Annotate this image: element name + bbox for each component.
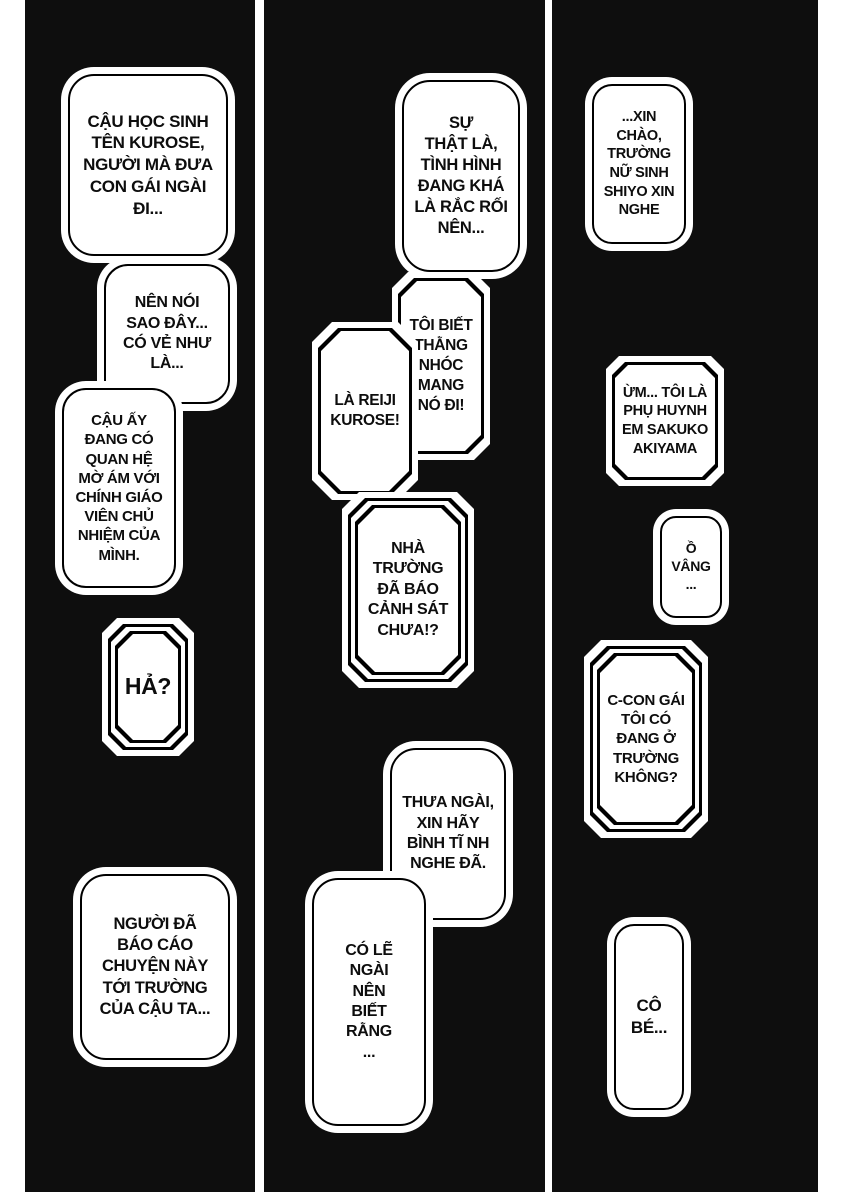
speech-bubble-right-1: ...XIN CHÀO, TRƯỜNG NỮ SINH SHIYO XIN NG…	[592, 84, 686, 244]
bubble-gap-layer: HẢ?	[111, 627, 185, 747]
bubble-gap-layer: NHÀ TRƯỜNG ĐÃ BÁO CẢNH SÁT CHƯA!?	[351, 501, 465, 679]
bubble-inner-outline-layer: NHÀ TRƯỜNG ĐÃ BÁO CẢNH SÁT CHƯA!?	[355, 505, 461, 675]
bubble-inner-outline-layer: C-CON GÁI TÔI CÓ ĐANG Ở TRƯỜNG KHÔNG?	[597, 653, 695, 825]
speech-bubble-middle-4: NHÀ TRƯỜNG ĐÃ BÁO CẢNH SÁT CHƯA!?	[342, 492, 474, 688]
speech-bubble-right-4: C-CON GÁI TÔI CÓ ĐANG Ở TRƯỜNG KHÔNG?	[584, 640, 708, 838]
bubble-outline-layer: LÀ REIJI KUROSE!	[318, 328, 412, 494]
bubble-text: ỪM... TÔI LÀ PHỤ HUYNH EM SAKUKO AKIYAMA	[615, 365, 715, 477]
speech-bubble-left-5: NGƯỜI ĐÃ BÁO CÁO CHUYỆN NÀY TỚI TRƯỜNG C…	[80, 874, 230, 1060]
bubble-outline-layer: ỪM... TÔI LÀ PHỤ HUYNH EM SAKUKO AKIYAMA	[612, 362, 718, 480]
bubble-text: LÀ REIJI KUROSE!	[321, 331, 409, 491]
bubble-outline-layer: HẢ?	[108, 624, 188, 750]
bubble-gap-layer: C-CON GÁI TÔI CÓ ĐANG Ở TRƯỜNG KHÔNG?	[593, 649, 699, 829]
speech-bubble-middle-1: SỰ THẬT LÀ, TÌNH HÌNH ĐANG KHÁ LÀ RẮC RỐ…	[402, 80, 520, 272]
speech-bubble-right-5: CÔ BÉ...	[614, 924, 684, 1110]
speech-bubble-middle-3: LÀ REIJI KUROSE!	[312, 322, 418, 500]
speech-bubble-left-3: CẬU ẤY ĐANG CÓ QUAN HỆ MỜ ÁM VỚI CHÍNH G…	[62, 388, 176, 588]
bubble-inner-outline-layer: HẢ?	[115, 631, 181, 743]
speech-bubble-left-1: CẬU HỌC SINH TÊN KUROSE, NGƯỜI MÀ ĐƯA CO…	[68, 74, 228, 256]
bubble-text: C-CON GÁI TÔI CÓ ĐANG Ở TRƯỜNG KHÔNG?	[600, 656, 692, 822]
speech-bubble-middle-6: CÓ LẼ NGÀI NÊN BIẾT RẰNG ...	[312, 878, 426, 1126]
bubble-text: HẢ?	[118, 634, 178, 740]
bubble-outline-layer: NHÀ TRƯỜNG ĐÃ BÁO CẢNH SÁT CHƯA!?	[348, 498, 468, 682]
bubble-outline-layer: C-CON GÁI TÔI CÓ ĐANG Ở TRƯỜNG KHÔNG?	[590, 646, 702, 832]
bubble-text: NHÀ TRƯỜNG ĐÃ BÁO CẢNH SÁT CHƯA!?	[358, 508, 458, 672]
speech-bubble-left-2: NÊN NÓI SAO ĐÂY... CÓ VẺ NHƯ LÀ...	[104, 264, 230, 404]
speech-bubble-right-3: Ồ VÂNG ...	[660, 516, 722, 618]
speech-bubble-left-4: HẢ?	[102, 618, 194, 756]
speech-bubble-right-2: ỪM... TÔI LÀ PHỤ HUYNH EM SAKUKO AKIYAMA	[606, 356, 724, 486]
